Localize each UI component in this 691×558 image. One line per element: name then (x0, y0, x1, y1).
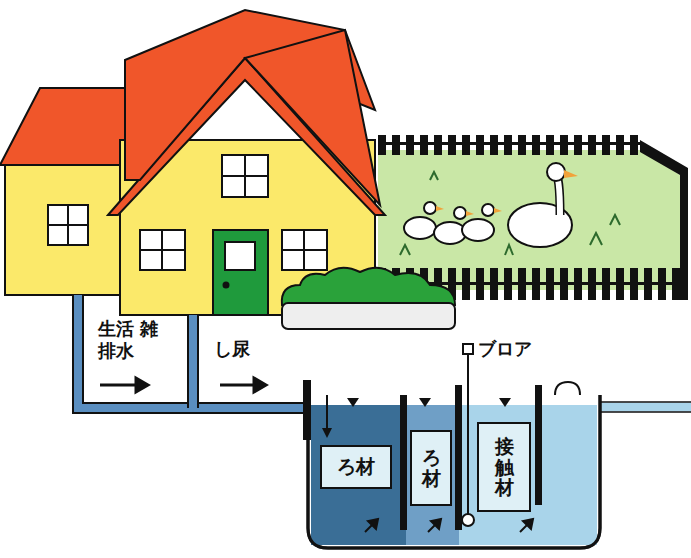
filter-media-box: ろ材 (320, 445, 392, 489)
filter-media-box: ろ材 (410, 430, 452, 506)
media-label: ろ材 (337, 456, 375, 478)
blower-label: ブロア (478, 338, 558, 360)
flow-label: 生活 雑排水 (98, 318, 162, 361)
house (0, 10, 385, 315)
bush (282, 268, 455, 329)
media-label: ろ材 (422, 447, 441, 489)
filter-media-box: 接触材 (477, 422, 531, 512)
flow-arrow (100, 378, 266, 392)
septic-tank (303, 344, 600, 548)
media-label: 接触材 (495, 436, 514, 499)
garden (378, 135, 688, 300)
pipes (78, 295, 691, 412)
flow-label: し尿 (214, 338, 274, 360)
